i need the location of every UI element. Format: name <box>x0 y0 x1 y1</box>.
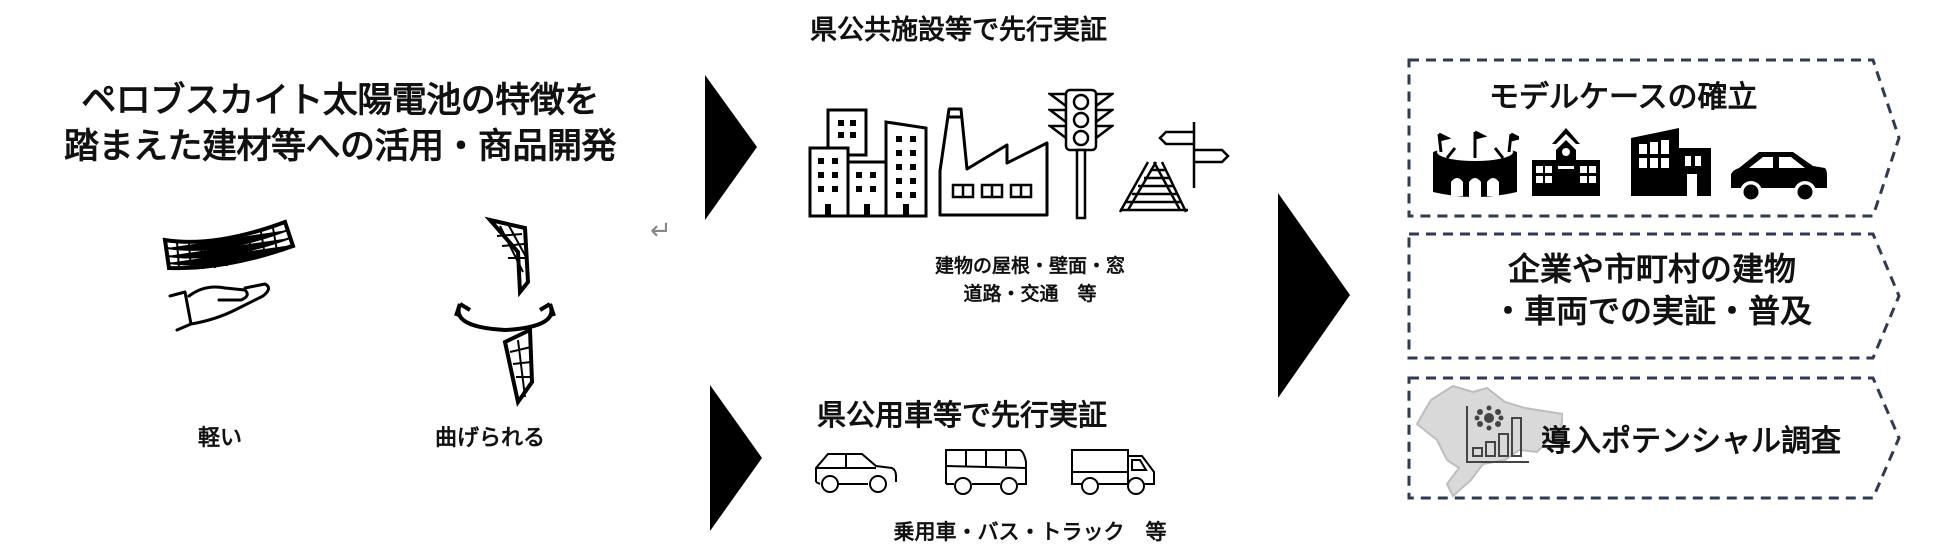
factory-icon <box>937 103 1052 222</box>
vehicles-caption: 乗用車・バス・トラック 等 <box>893 520 1167 544</box>
panel-text-line1: 企業や市町村の建物 <box>1507 250 1796 288</box>
feature-label-flexible: 曲げられる <box>434 426 545 451</box>
traffic-light-icon <box>1046 88 1116 224</box>
left-title: ペロブスカイト太陽電池の特徴を 踏まえた建材等への活用・商品開発 <box>40 78 640 170</box>
school-icon <box>1530 126 1602 202</box>
railway-signpost-icon <box>1110 118 1230 222</box>
truck-icon <box>1070 446 1158 500</box>
panel-dashed-border <box>1407 376 1901 500</box>
lightweight-panel-on-hand-icon <box>155 218 305 368</box>
panel-title-model-case: モデルケースの確立 <box>1489 80 1758 115</box>
bar-chart-icon <box>1465 404 1531 470</box>
panel-title-potential-survey: 導入ポテンシャル調査 <box>1541 424 1841 459</box>
arrow-to-vehicles <box>710 385 762 531</box>
panel-dashed-border <box>1407 58 1901 218</box>
factory-building-icon <box>1629 126 1713 202</box>
return-glyph: ↵ <box>650 216 672 246</box>
arrow-to-facilities <box>705 75 757 220</box>
left-title-line1: ペロブスカイト太陽電池の特徴を <box>81 81 599 121</box>
left-title-line2: 踏まえた建材等への活用・商品開発 <box>63 127 617 167</box>
facilities-caption-line1: 建物の屋根・壁面・窓 <box>934 255 1125 277</box>
panel-text-line2: ・車両での実証・普及 <box>1491 292 1812 330</box>
panel-text-demonstration: 企業や市町村の建物 ・車両での実証・普及 <box>1467 248 1837 332</box>
outcome-panel-model-case: モデルケースの確立 <box>1407 58 1903 218</box>
passenger-car-icon <box>812 448 898 500</box>
car-icon <box>1729 148 1829 208</box>
vehicles-title: 県公用車等で先行実証 <box>817 398 1108 432</box>
outcome-panel-potential-survey: 導入ポテンシャル調査 <box>1407 376 1903 500</box>
stadium-icon <box>1431 130 1524 204</box>
flexible-twisting-panel-icon <box>430 212 580 412</box>
panel-dashed-border <box>1407 232 1901 360</box>
facilities-caption-line2: 道路・交通 等 <box>963 283 1097 305</box>
arrow-to-outcomes <box>1278 193 1350 398</box>
outcome-panel-demonstration: 企業や市町村の建物 ・車両での実証・普及 <box>1407 232 1903 360</box>
feature-label-lightweight: 軽い <box>197 426 242 451</box>
facilities-title: 県公共施設等で先行実証 <box>810 15 1107 46</box>
facilities-caption: 建物の屋根・壁面・窓 道路・交通 等 <box>880 252 1180 308</box>
office-buildings-icon <box>808 106 933 222</box>
bus-icon <box>942 446 1030 500</box>
